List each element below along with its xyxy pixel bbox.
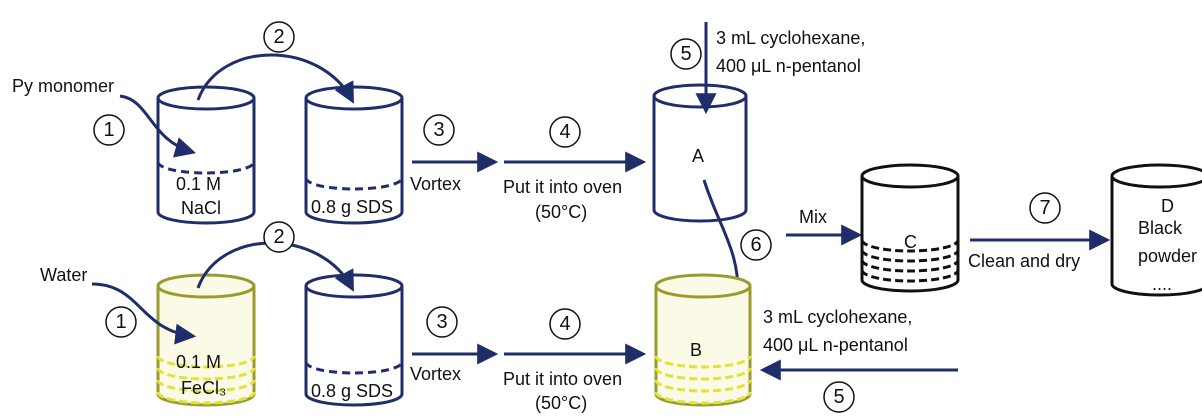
black-label: Black — [1138, 218, 1183, 238]
step-1-bottom-circle — [105, 306, 137, 338]
step-2-top-number: 2 — [273, 26, 284, 48]
cyclohexane-label-bottom-2: 400 μL n-pentanol — [763, 335, 908, 355]
sds-beaker-top — [304, 85, 404, 225]
step-5-top-number: 5 — [680, 43, 691, 65]
step-2-bottom-number: 2 — [273, 226, 284, 248]
oven-label-top-1: Put it into oven — [503, 177, 622, 197]
step-4-bottom-number: 4 — [559, 313, 570, 335]
step-1-top-circle — [93, 114, 125, 146]
beaker-d-label: D — [1161, 196, 1174, 216]
step-3-top-circle — [423, 114, 455, 146]
step-1-bottom-number: 1 — [115, 311, 126, 333]
beaker-b-label: B — [690, 340, 702, 360]
water-label: Water — [40, 265, 87, 285]
powder-label: powder — [1138, 246, 1197, 266]
transfer-arrow-top — [196, 53, 354, 104]
step-4-bottom-circle — [549, 308, 581, 340]
beaker-b — [654, 273, 752, 407]
fecl3-label: FeCl₃ — [181, 378, 226, 398]
step-5-bottom-circle — [823, 381, 855, 413]
nacl-conc-label: 0.1 M — [176, 174, 221, 194]
vortex-label-top: Vortex — [410, 174, 461, 194]
py-monomer-arrow — [119, 94, 197, 158]
cyclohexane-label-bottom-1: 3 mL cyclohexane, — [763, 307, 912, 327]
sds-label-bottom: 0.8 g SDS — [311, 381, 393, 401]
step-2-bottom-circle — [263, 221, 295, 253]
fecl3-conc-label: 0.1 M — [176, 352, 221, 372]
step-3-bottom-number: 3 — [436, 311, 447, 333]
nacl-label: NaCl — [181, 198, 221, 218]
oven-label-bottom-2: (50°C) — [535, 393, 587, 413]
step-7-number: 7 — [1039, 197, 1050, 219]
step-6-number: 6 — [750, 234, 761, 256]
ellipsis-label: .... — [1152, 274, 1172, 294]
beaker-c — [860, 163, 960, 293]
mix-label: Mix — [799, 207, 827, 227]
step-1-top-number: 1 — [103, 119, 114, 141]
step-3-bottom-circle — [426, 306, 458, 338]
step-2-top-circle — [263, 21, 295, 53]
beaker-d — [1110, 163, 1202, 297]
vortex-label-bottom: Vortex — [410, 364, 461, 384]
oven-label-bottom-1: Put it into oven — [503, 369, 622, 389]
sds-label-top: 0.8 g SDS — [311, 197, 393, 217]
step-5-bottom-number: 5 — [833, 386, 844, 408]
step-6-circle — [740, 229, 772, 261]
clean-dry-label: Clean and dry — [968, 251, 1080, 271]
step-4-top-number: 4 — [559, 121, 570, 143]
beaker-a-label: A — [692, 146, 704, 166]
step-3-top-number: 3 — [433, 119, 444, 141]
step-4-top-circle — [549, 116, 581, 148]
step-7-circle — [1029, 192, 1061, 224]
py-monomer-label: Py monomer — [12, 76, 114, 96]
cyclohexane-label-top-2: 400 μL n-pentanol — [716, 56, 861, 76]
cyclohexane-label-top-1: 3 mL cyclohexane, — [716, 28, 865, 48]
water-arrow — [91, 282, 197, 345]
fecl3-beaker — [156, 273, 256, 407]
sds-beaker-bottom — [304, 273, 404, 407]
beaker-c-label: C — [904, 232, 917, 252]
step-5-top-circle — [670, 38, 702, 70]
oven-label-top-2: (50°C) — [535, 202, 587, 222]
